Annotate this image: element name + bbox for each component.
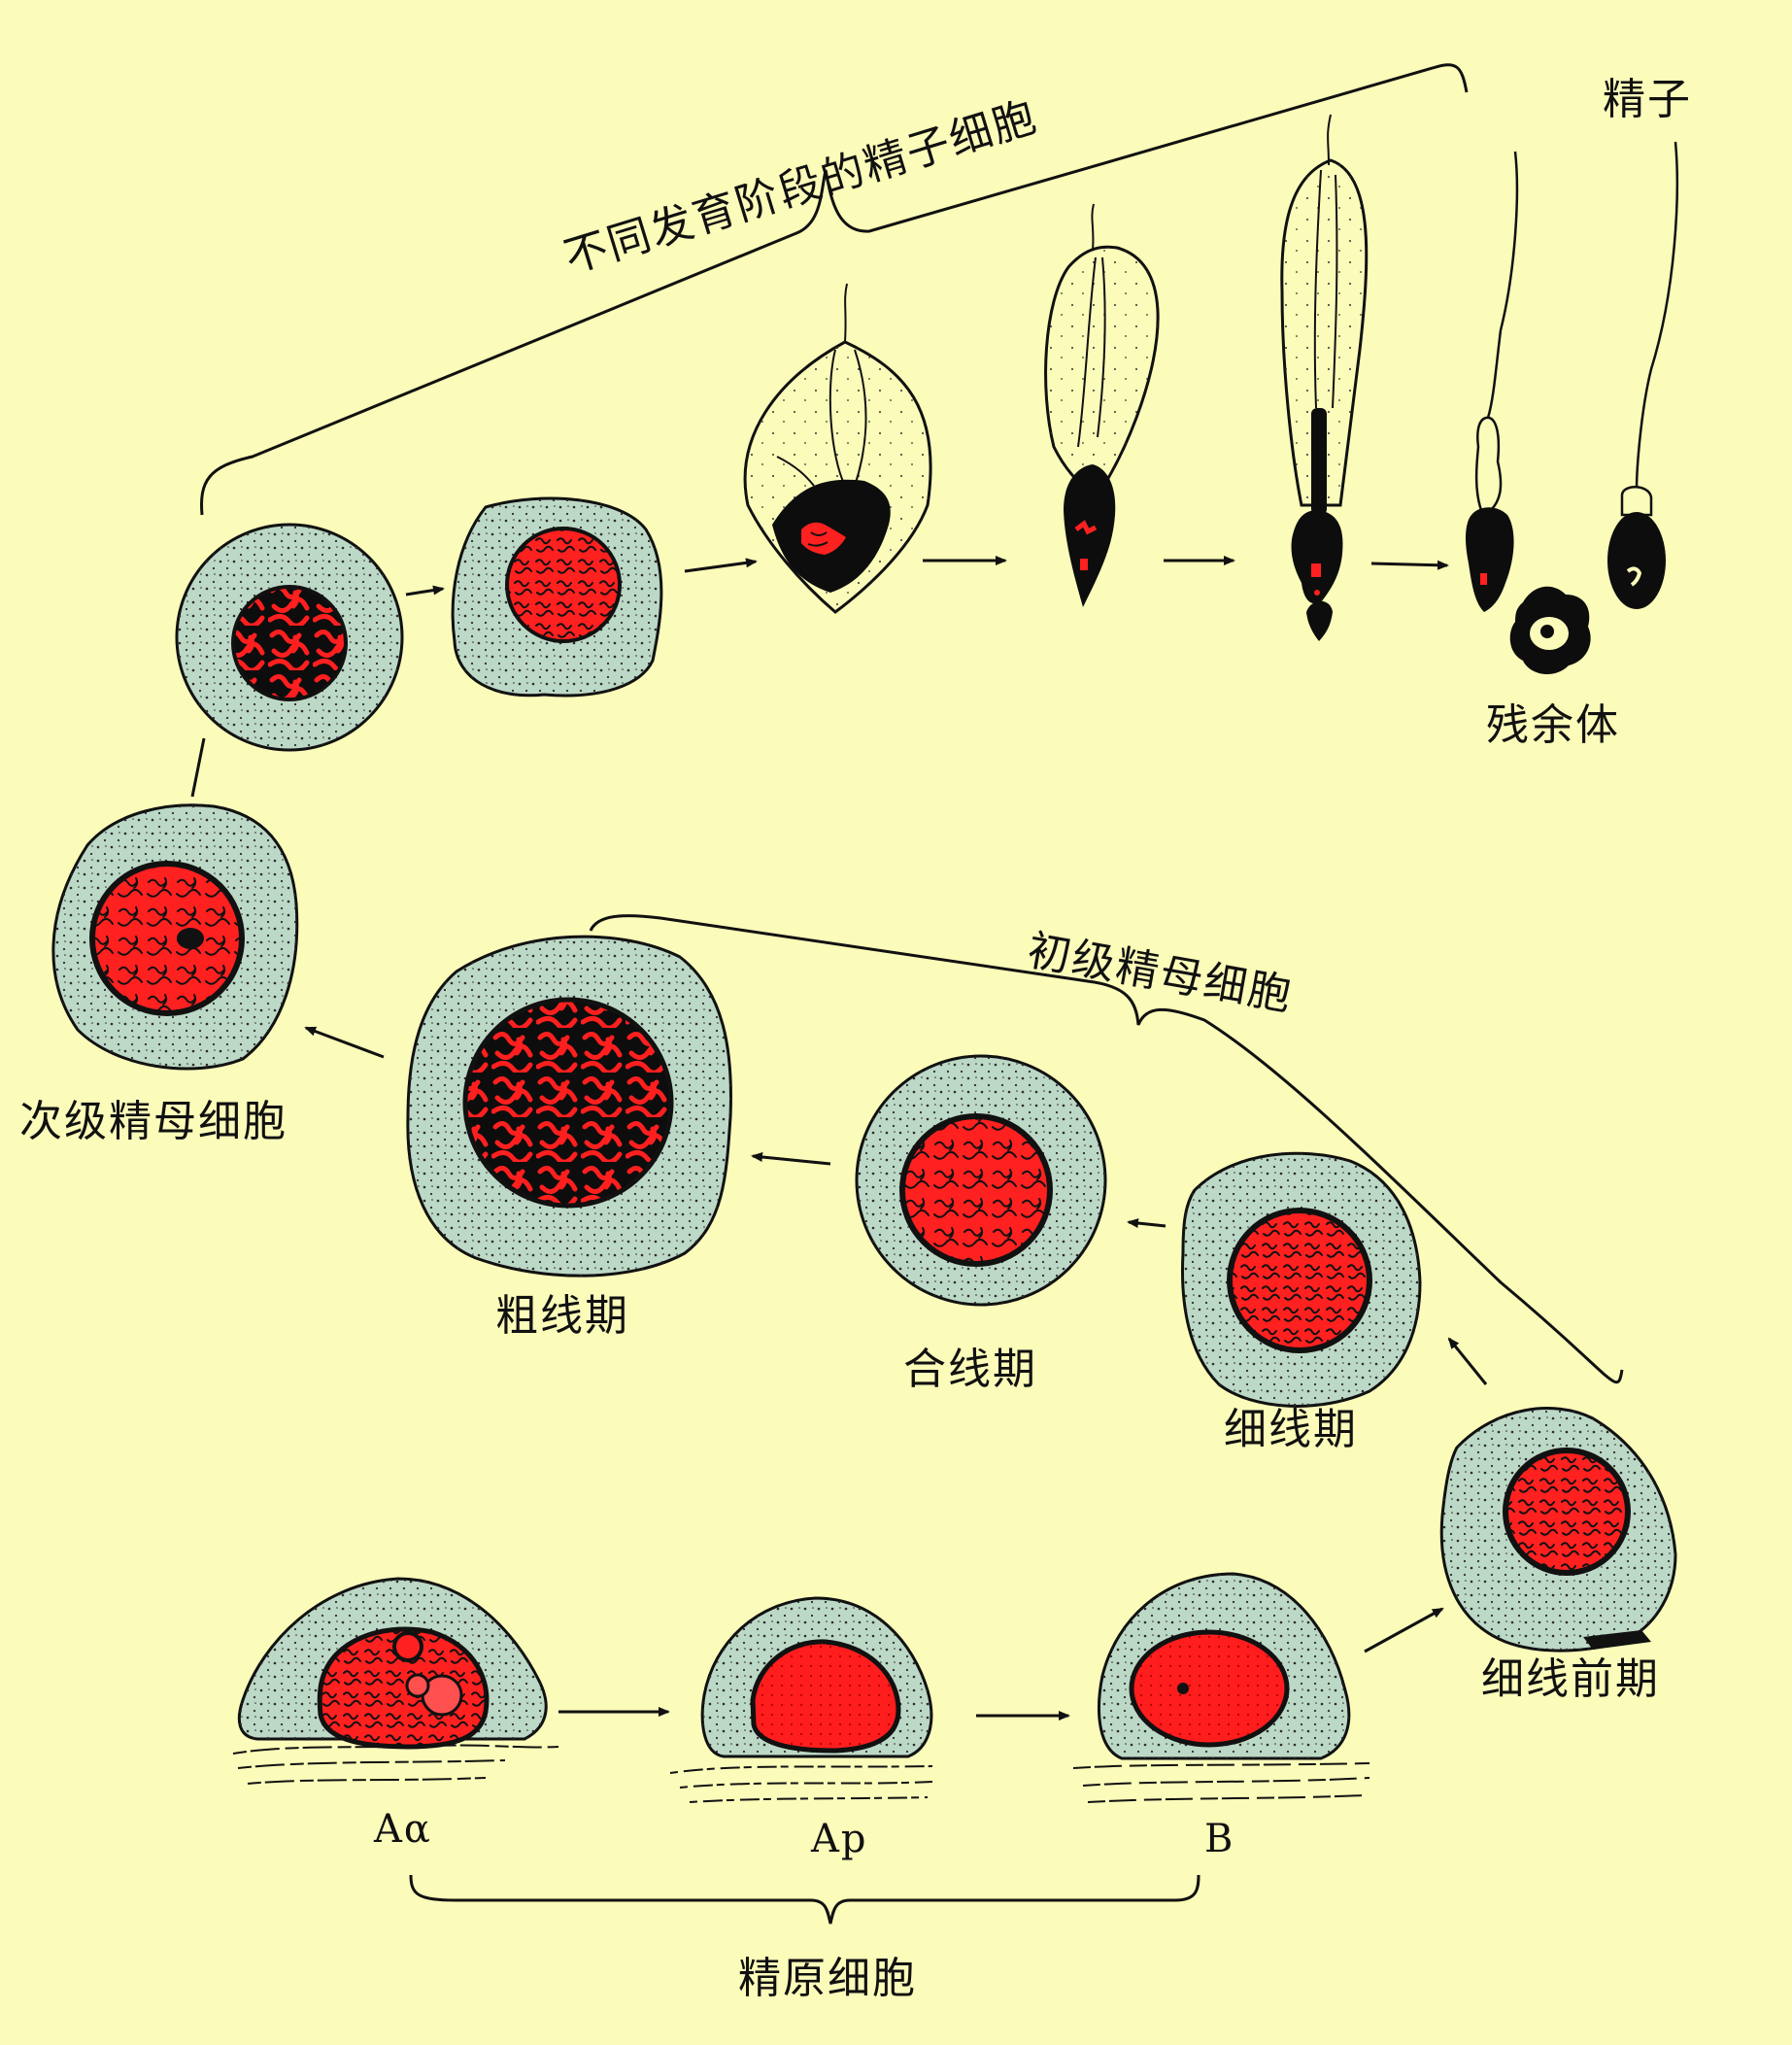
arrow-preleptotene-to-leptotene (1447, 1337, 1488, 1385)
arrow-b-to-preleptotene (1364, 1607, 1444, 1653)
arrow-zygotene-to-pachytene (751, 1152, 831, 1166)
label-spermatogonia: 精原细胞 (738, 1954, 917, 2003)
spermatid-stage-2 (451, 496, 663, 698)
spermatid-stage-1 (175, 523, 404, 752)
spermatid-stage-3 (743, 283, 932, 614)
arrow-pachytene-to-secondary (304, 1026, 385, 1059)
label-leptotene: 细线期 (1224, 1405, 1358, 1454)
label-pachytene: 粗线期 (495, 1291, 629, 1341)
label-zygotene: 合线期 (903, 1345, 1037, 1394)
arrow-spermatid-2-3 (684, 558, 758, 573)
preleptotene-cell (1439, 1407, 1677, 1653)
label-a-p: Ap (811, 1817, 868, 1861)
spermatogonium-b (1072, 1572, 1370, 1803)
spermatogonium-a-p (669, 1596, 933, 1803)
zygotene-cell (855, 1054, 1107, 1307)
label-secondary-spermatocyte: 次级精母细胞 (19, 1097, 287, 1146)
residual-body (1509, 586, 1591, 675)
label-b: B (1204, 1817, 1235, 1861)
arrow-sec-to-spermatid1 (190, 737, 206, 798)
spermatid-stage-6 (1466, 151, 1519, 612)
arrow-spermatid-5-6 (1370, 560, 1449, 570)
spermatogonium-a-alpha (232, 1577, 559, 1785)
label-sperm: 精子 (1603, 75, 1692, 124)
spermatid-stage-4 (1044, 203, 1160, 607)
leptotene-cell (1181, 1151, 1422, 1408)
arrow-leptotene-to-zygotene (1127, 1218, 1166, 1229)
label-preleptotene: 细线前期 (1481, 1654, 1660, 1704)
label-residual-body: 残余体 (1486, 700, 1620, 750)
secondary-spermatocyte (51, 803, 299, 1071)
bracket-primary-spermatocyte (589, 914, 1624, 1384)
mature-sperm (1607, 141, 1678, 609)
pachytene-cell (406, 935, 732, 1278)
spermatid-stage-5 (1280, 114, 1369, 641)
bracket-spermatid-stages (200, 63, 1469, 516)
bracket-spermatogonia (409, 1874, 1200, 1925)
arrow-spermatid-1-2 (405, 585, 445, 596)
label-a-alpha: Aα (374, 1807, 432, 1852)
